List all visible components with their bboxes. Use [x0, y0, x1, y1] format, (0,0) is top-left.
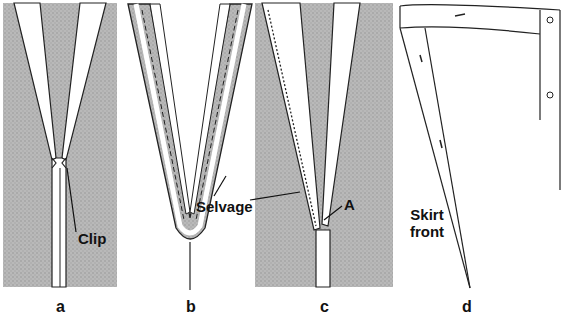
panel-a [3, 3, 117, 287]
panel-c [250, 3, 393, 287]
panel-letter: b [186, 298, 196, 316]
selvage-label: Selvage [196, 198, 253, 215]
point-label: A [344, 196, 355, 213]
panel-letter: d [462, 298, 472, 316]
panel-letter: c [320, 298, 329, 316]
panel-d [400, 5, 560, 288]
part-label: Skirt front [404, 206, 450, 241]
clip-label: Clip [78, 230, 106, 247]
panel-letter: a [56, 298, 65, 316]
panel-b [128, 4, 252, 290]
